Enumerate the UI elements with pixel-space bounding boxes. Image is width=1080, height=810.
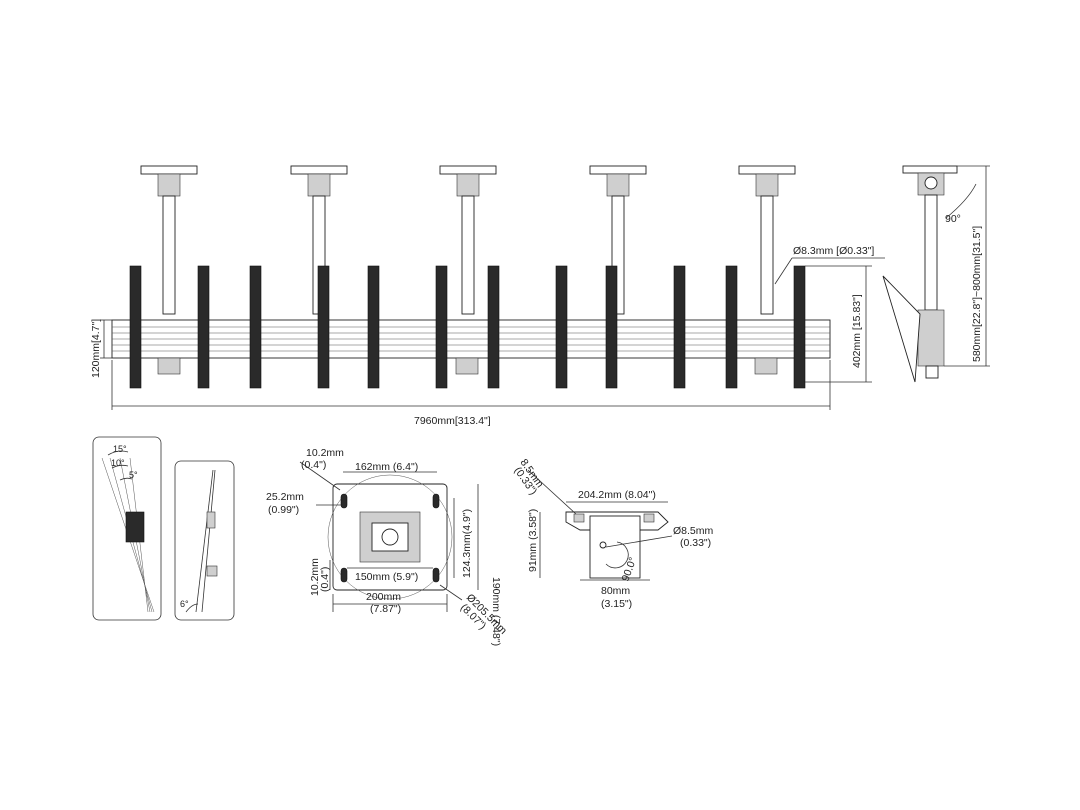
- dim-bar-height: 120mm[4.7"]: [90, 319, 112, 378]
- outer-width-label: 200mm: [366, 591, 401, 603]
- top-span-label: 162mm (6.4"): [355, 461, 418, 473]
- outer-height-label: 190mm (7.48"): [490, 577, 502, 646]
- outer-width-in-label: (7.87"): [370, 603, 401, 615]
- drop-length-label: 580mm[22.8"]~800mm[31.5"]: [971, 226, 983, 362]
- side-offset-in-label: (0.99"): [268, 504, 299, 516]
- tilt-arc: [945, 183, 977, 219]
- dim-pole-diameter: Ø8.3mm [Ø0.33"]: [774, 245, 885, 285]
- inner-span-label: 150mm (5.9"): [355, 571, 418, 583]
- ceiling-plate-3: [439, 165, 497, 315]
- slot-width-1-label: 10.2mm: [306, 447, 344, 459]
- horizontal-rail: [111, 319, 831, 359]
- angle-15-label: 15°: [113, 444, 127, 454]
- bracket-base-label: 80mm: [601, 585, 630, 597]
- dim-display-height: 402mm [15.83"]: [805, 265, 872, 383]
- ceiling-plate-4: [589, 165, 647, 315]
- mount-plate: 162mm (6.4") 10.2mm (0.4") 25.2mm (0.99"…: [266, 447, 509, 646]
- angle-6-label: 6°: [180, 599, 189, 609]
- display-arms: [129, 265, 806, 389]
- inner-height-label: 124.3mm(4.9"): [461, 509, 473, 578]
- bracket-base-in-label: (3.15"): [601, 598, 632, 610]
- total-width-label: 7960mm[313.4"]: [414, 415, 491, 427]
- slot-width-2-in-label: (0.4"): [319, 567, 331, 592]
- slot-width-1-in-label: (0.4"): [301, 459, 326, 471]
- front-view: 120mm[4.7"] 7960mm[313.4"] 402mm [15.83"…: [90, 165, 885, 427]
- tilt-angle-label: 90°: [945, 213, 961, 225]
- slot-width-2-label: 10.2mm: [309, 558, 321, 596]
- bracket-width-label: 204.2mm (8.04"): [578, 489, 656, 501]
- angle-5-label: 5°: [129, 470, 138, 480]
- side-view: 90° 580mm[22.8"]~800mm[31.5"]: [882, 165, 990, 383]
- bracket-height-label: 91mm (3.58"): [527, 509, 539, 572]
- display-height-label: 402mm [15.83"]: [851, 294, 863, 368]
- side-offset-label: 25.2mm: [266, 491, 304, 503]
- ceiling-plate-5: [738, 165, 796, 315]
- tilt-detail-box: 15° 10° 5°: [92, 436, 162, 621]
- hole-2-label: Ø8.5mm: [673, 525, 714, 537]
- bar-height-label: 120mm[4.7"]: [90, 319, 102, 378]
- tilt-detail-box-2: 6°: [174, 460, 235, 621]
- dim-total-width: 7960mm[313.4"]: [111, 360, 831, 427]
- ceiling-plate-1: [140, 165, 198, 315]
- hole-2-in-label: (0.33"): [680, 537, 711, 549]
- angle-10-label: 10°: [111, 458, 125, 468]
- pole-diameter-label: Ø8.3mm [Ø0.33"]: [793, 245, 874, 257]
- pole-collars: [157, 357, 778, 375]
- bracket: 8.5mm (0.33") 204.2mm (8.04") 91mm (3.58…: [512, 457, 714, 610]
